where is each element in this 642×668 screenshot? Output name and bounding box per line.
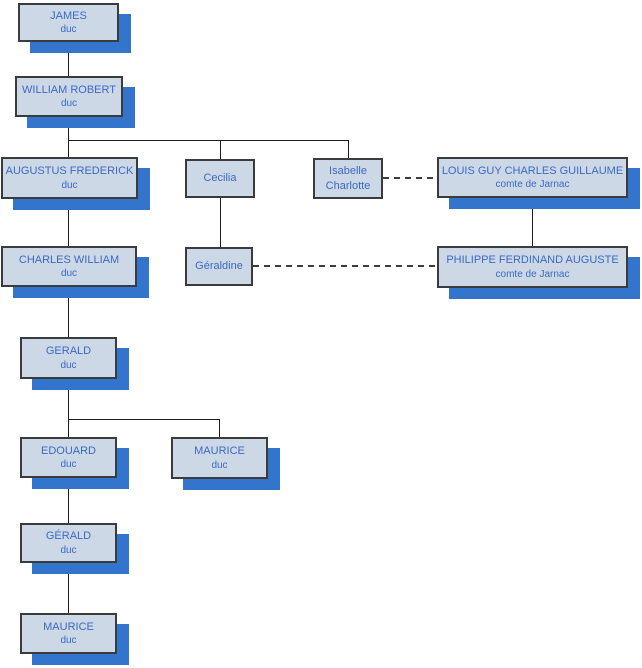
node-gerald: GERALD duc [20, 337, 117, 379]
connector-cecilia-geraldine [220, 198, 221, 247]
node-subtitle: duc [60, 459, 77, 471]
node-subtitle: comte de Jarnac [495, 179, 570, 191]
node-name: GERALD [45, 345, 92, 358]
node-maurice-2: MAURICE duc [20, 613, 117, 654]
node-name: Cecilia [203, 172, 237, 185]
node-philippe-ferdinand-auguste: PHILIPPE FERDINAND AUGUSTE comte de Jarn… [437, 246, 628, 288]
connector-charles-gerald [68, 287, 69, 337]
node-name: Géraldine [195, 260, 243, 273]
node-name: Isabelle Charlotte [325, 165, 371, 192]
connector-louis-philippe [532, 198, 533, 246]
connector-william-branch [68, 117, 69, 140]
node-name: PHILIPPE FERDINAND AUGUSTE [446, 254, 619, 267]
node-name: EDOUARD [40, 444, 96, 457]
node-louis-guy-charles-guillaume: LOUIS GUY CHARLES GUILLAUME comte de Jar… [437, 157, 628, 198]
connector-branch-2 [68, 419, 220, 420]
node-james: JAMES duc [18, 3, 119, 42]
node-subtitle: duc [211, 459, 228, 471]
connector-augustus-charles [68, 199, 69, 246]
connector-gerald-branch [68, 379, 69, 437]
node-name: GÉRALD [45, 530, 92, 543]
node-edouard: EDOUARD duc [20, 437, 117, 478]
connector-branch-augustus [68, 140, 69, 157]
connector-branch-1 [68, 140, 349, 141]
node-augustus-frederick: AUGUSTUS FREDERICK duc [1, 157, 138, 199]
node-name: CHARLES WILLIAM [18, 253, 120, 266]
node-name: JAMES [50, 9, 87, 22]
node-name: MAURICE [194, 445, 245, 458]
node-subtitle: duc [60, 24, 77, 36]
node-isabelle-charlotte: Isabelle Charlotte [313, 158, 383, 199]
node-name: AUGUSTUS FREDERICK [5, 165, 134, 178]
node-subtitle: duc [61, 179, 78, 191]
node-geraldine: Géraldine [185, 247, 253, 286]
node-william-robert: WILLIAM ROBERT duc [15, 76, 123, 117]
dashed-connector-geraldine-philippe [253, 265, 437, 267]
node-cecilia: Cecilia [185, 159, 255, 198]
connector-branch-cecilia [220, 140, 221, 159]
connector-gerald2-maurice2 [68, 563, 69, 613]
node-name: LOUIS GUY CHARLES GUILLAUME [441, 164, 624, 177]
dashed-connector-isabelle-louis [383, 177, 437, 179]
connector-branch-isabelle [348, 140, 349, 158]
node-charles-william: CHARLES WILLIAM duc [1, 246, 137, 287]
node-gerald-2: GÉRALD duc [20, 523, 117, 563]
node-name: MAURICE [43, 620, 94, 633]
node-maurice: MAURICE duc [171, 437, 268, 479]
node-subtitle: duc [60, 359, 77, 371]
connector-branch-maurice [219, 419, 220, 437]
node-name: WILLIAM ROBERT [22, 83, 116, 96]
node-subtitle: comte de Jarnac [495, 268, 570, 280]
connector-james-william [68, 42, 69, 76]
connector-edouard-gerald2 [68, 478, 69, 523]
node-subtitle: duc [60, 268, 78, 280]
node-subtitle: duc [60, 98, 78, 110]
node-subtitle: duc [60, 635, 77, 647]
node-subtitle: duc [60, 544, 77, 556]
